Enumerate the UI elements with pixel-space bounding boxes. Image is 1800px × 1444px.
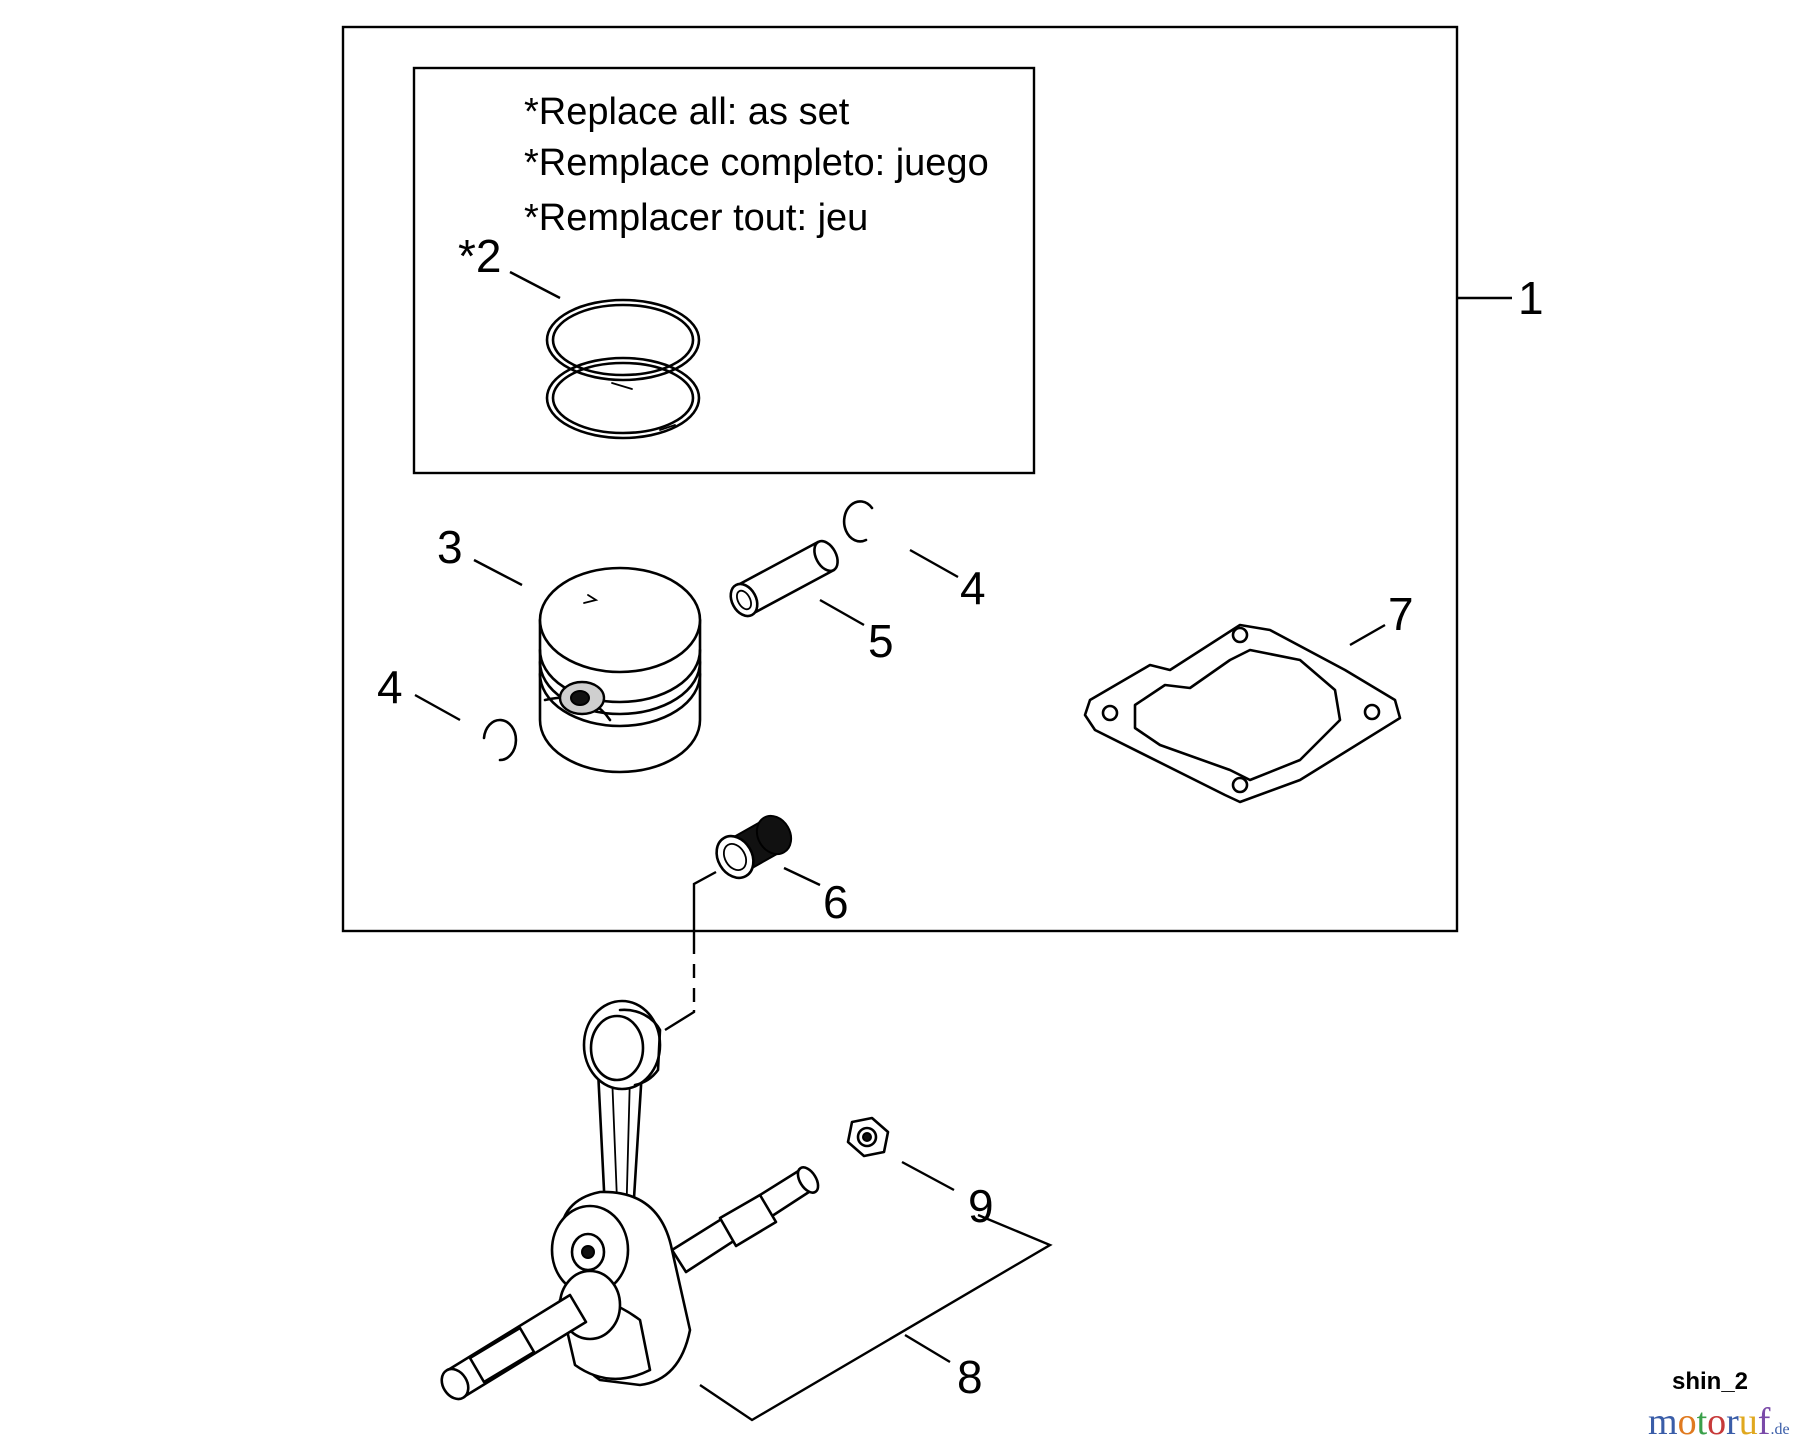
watermark-letter: o: [1707, 1401, 1727, 1443]
callout-6: 6: [823, 876, 849, 928]
callout-8: 8: [957, 1351, 983, 1403]
note-line-1: *Replace all: as set: [524, 91, 850, 133]
ring-set-frame: [412, 66, 1036, 475]
kit-frame: [341, 25, 1459, 933]
piston-pin-part: [729, 539, 839, 618]
watermark-suffix: .de: [1770, 1421, 1790, 1438]
needle-bearing-part: [715, 814, 793, 880]
leader-lines: [414, 270, 1512, 1422]
cylinder-gasket-part: [1083, 623, 1402, 804]
callout-2: *2: [458, 230, 501, 282]
callout-5: 5: [868, 615, 894, 667]
callout-4-left: 4: [377, 661, 403, 713]
watermark-letter: f: [1757, 1401, 1771, 1443]
circlip-right-part: [842, 500, 874, 543]
watermark-letter: t: [1696, 1401, 1708, 1443]
note-line-3: *Remplacer tout: jeu: [524, 197, 868, 239]
callout-3: 3: [437, 521, 463, 573]
piston-part: [538, 566, 702, 774]
watermark-letter: o: [1677, 1401, 1697, 1443]
circlip-left-part: [482, 718, 518, 762]
callout-7: 7: [1388, 588, 1414, 640]
diagram-code: shin_2: [1672, 1368, 1749, 1395]
callout-9: 9: [968, 1180, 994, 1232]
nut-part: [846, 1116, 890, 1158]
callout-1: 1: [1518, 272, 1544, 324]
callout-4-right: 4: [960, 562, 986, 614]
motoruf-watermark-logo: motoruf.de: [1648, 1400, 1790, 1444]
note-line-2: *Remplace completo: juego: [524, 142, 989, 184]
crankshaft-part: [440, 999, 820, 1401]
piston-rings-part: [545, 298, 701, 440]
watermark-letter: u: [1738, 1401, 1758, 1443]
watermark-letter: r: [1726, 1401, 1739, 1443]
watermark-letter: m: [1648, 1401, 1678, 1443]
